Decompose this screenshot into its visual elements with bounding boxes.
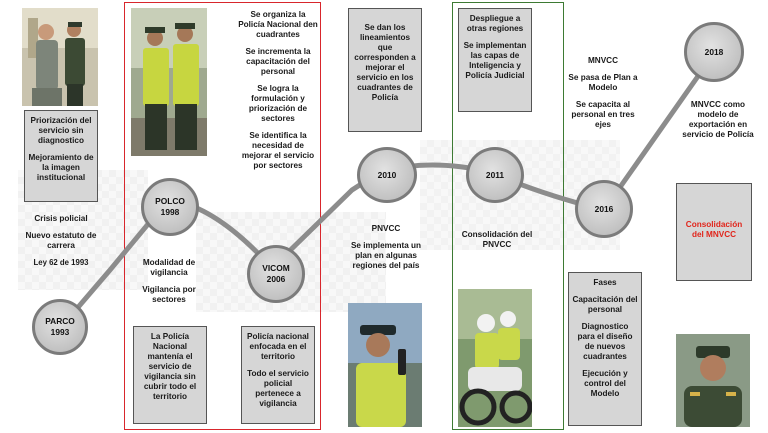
col2018-box: Consolidación del MNVCC [676,183,752,281]
col1-box-item: Priorización del servicio sin diagnostic… [30,116,92,145]
milestone-label: 2016 [594,203,614,214]
col2016-box-item: Ejecución y control del Modelo [582,369,628,398]
green-box: Despliegue a otras regiones Se implement… [458,8,532,112]
col2010-box-text: Se dan los lineamientos que corresponden… [354,23,416,102]
col2010-box: Se dan los lineamientos que corresponden… [348,8,422,132]
col2010-item: PNVCC [371,224,401,233]
green-box-item: Despliegue a otras regiones [466,14,524,33]
polco-box-text: La Policía Nacional mantenía el servicio… [143,332,197,401]
col1-item: Crisis policial [34,214,88,223]
green-box-item: Se implementan las capas de Inteligencia… [463,41,527,80]
green-item: Consolidación del PNVCC [460,230,534,257]
milestone-label: VICOM 2006 [262,263,290,284]
col2016-box-item: Fases [593,278,617,287]
milestone-2010: 2010 [357,147,417,203]
polco-item: Modalidad de vigilancia [142,258,196,277]
vicom-box: Policía nacional enfocada en el territor… [241,326,315,424]
milestone-2011: 2011 [466,147,524,203]
col1-box-item: Mejoramiento de la imagen institucional [28,153,94,182]
col2016-item: MNVCC [587,56,619,65]
photo-police-1998 [131,8,207,156]
milestone-label: 2010 [377,169,397,180]
polco-item: Vigilancia por sectores [142,285,196,304]
red-top-item: Se incrementa la capacitación del person… [245,47,311,76]
col1-item: Nuevo estatuto de carrera [25,231,97,250]
green-frame [452,2,564,430]
milestone-vicom: VICOM 2006 [247,245,305,303]
polco-box: La Policía Nacional mantenía el servicio… [133,326,207,424]
green-item-text: Consolidación del PNVCC [461,230,533,249]
polco-items: Modalidad de vigilancia Vigilancia por s… [134,258,204,312]
col2016-item: Se capacita al personal en tres ejes [571,100,635,129]
photo-officer-radio [348,303,422,427]
col1-item: Ley 62 de 1993 [33,258,89,267]
red-frame [124,2,321,430]
col1-items: Crisis policial Nuevo estatuto de carrer… [22,214,100,275]
milestone-label: POLCO 1998 [155,196,185,217]
vicom-box-item: Policía nacional enfocada en el territor… [247,332,309,361]
milestone-2016: 2016 [575,180,633,238]
vicom-box-item: Todo el servicio policial pertenece a vi… [247,369,309,408]
milestone-label: PARCO 1993 [45,316,75,337]
col2010-items: PNVCC Se implementa un plan en algunas r… [348,224,424,278]
col2018-box-text: Consolidación del MNVCC [685,220,743,239]
milestone-2018: 2018 [684,22,744,82]
photo-general-portrait [676,334,750,427]
red-top-item: Se identifica la necesidad de mejorar el… [241,131,315,170]
red-top-item: Se organiza la Policía Nacional den cuad… [238,10,318,39]
milestone-parco: PARCO 1993 [32,299,88,355]
photo-officers-1993 [22,8,98,106]
col2018-item-text: MNVCC como modelo de exportación en serv… [682,100,754,139]
photo-motorcycle-patrol [458,289,532,427]
col2016-item: Se pasa de Plan a Modelo [568,73,638,92]
col1-box: Priorización del servicio sin diagnostic… [24,110,98,202]
red-top-item: Se logra la formulación y priorización d… [248,84,308,123]
col2016-items: MNVCC Se pasa de Plan a Modelo Se capaci… [568,56,638,137]
milestone-label: 2018 [704,46,724,57]
col2016-box-item: Diagnostico para el diseño de nuevos cua… [577,322,633,361]
milestone-label: 2011 [485,169,505,180]
col2010-item: Se implementa un plan en algunas regione… [350,241,422,270]
red-top-items: Se organiza la Policía Nacional den cuad… [238,10,318,178]
col2016-box: Fases Capacitación del personal Diagnost… [568,272,642,426]
milestone-polco: POLCO 1998 [141,178,199,236]
col2018-item: MNVCC como modelo de exportación en serv… [680,100,756,147]
col2016-box-item: Capacitación del personal [572,295,638,314]
